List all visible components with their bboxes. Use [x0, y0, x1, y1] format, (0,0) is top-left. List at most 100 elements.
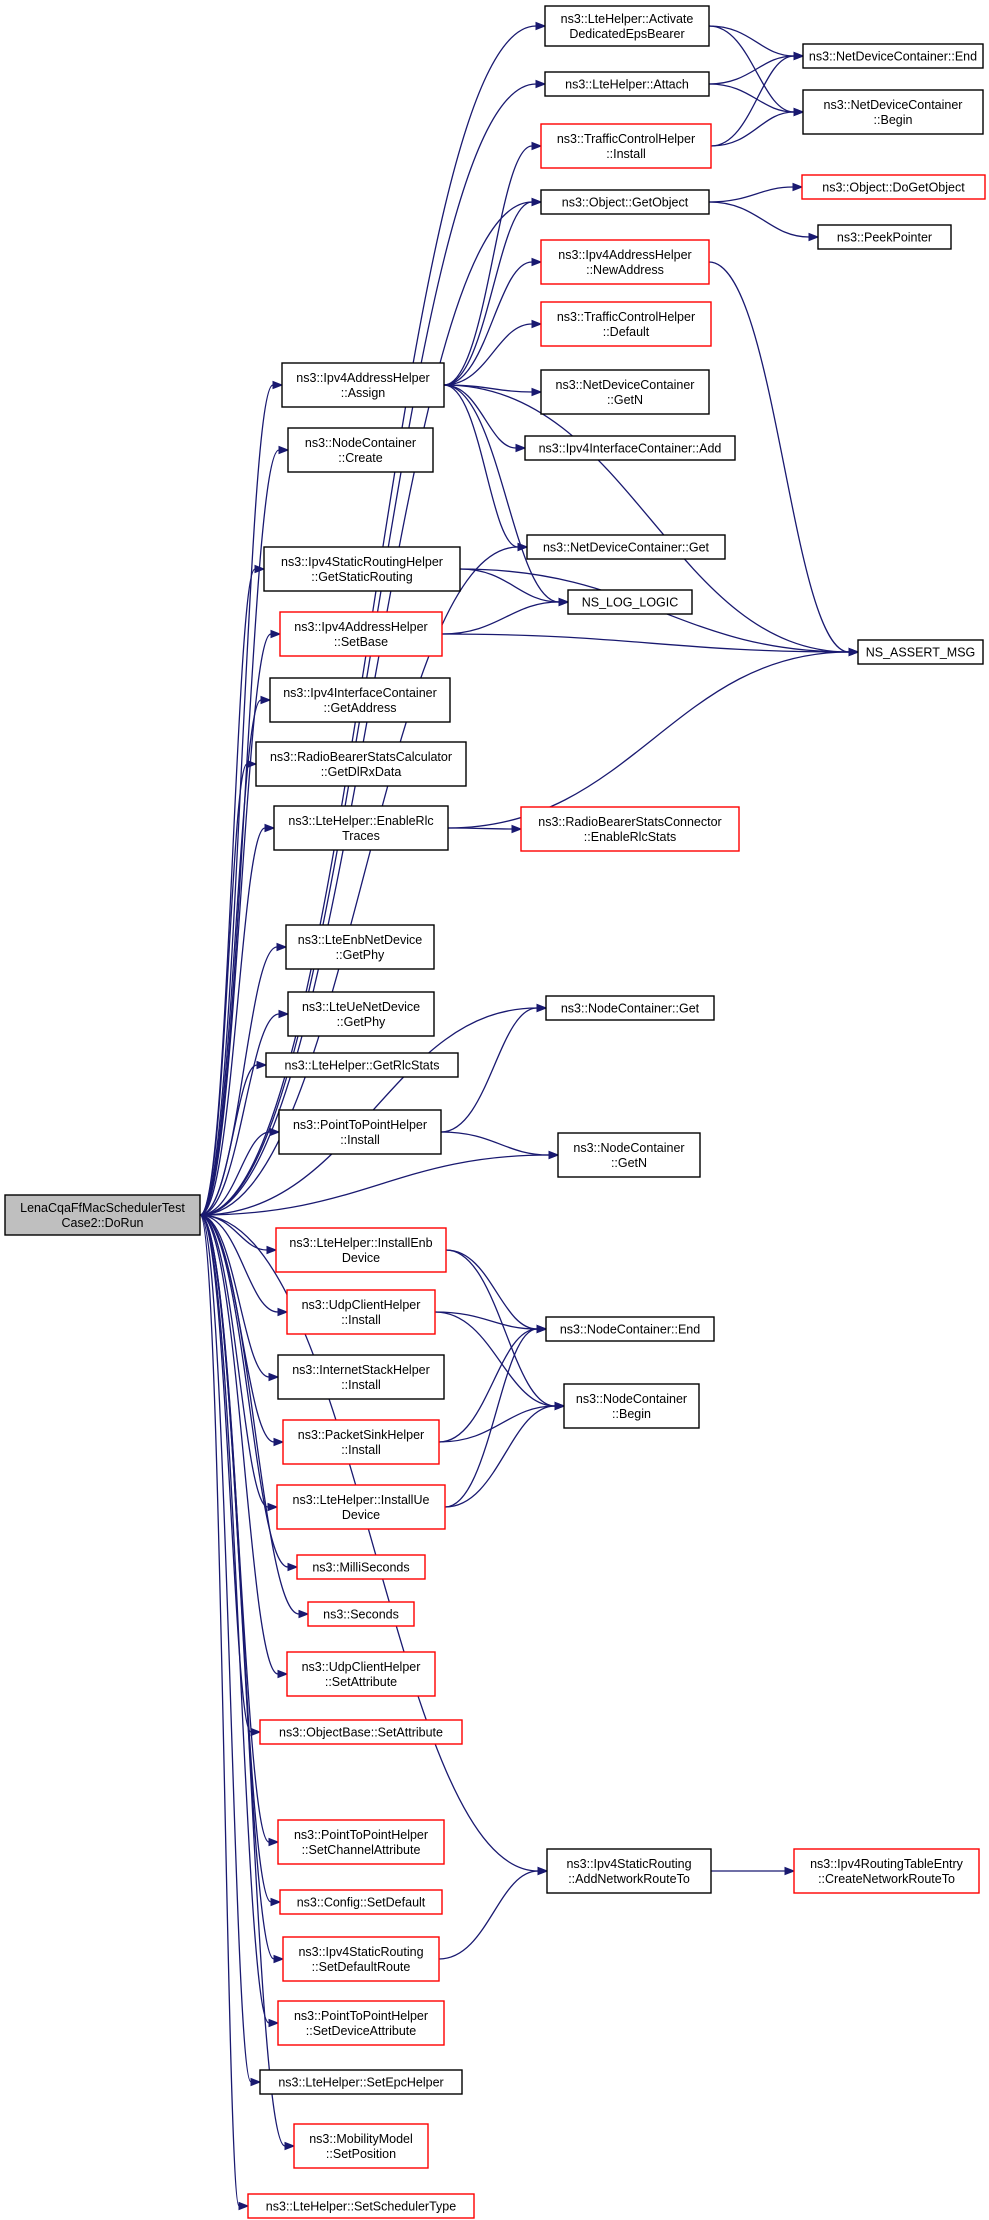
- node-getstaticrouting[interactable]: ns3::Ipv4StaticRoutingHelper::GetStaticR…: [263, 546, 461, 592]
- node-ndc-get[interactable]: ns3::NetDeviceContainer::Get: [526, 534, 726, 560]
- node-setchannelattr[interactable]: ns3::PointToPointHelper::SetChannelAttri…: [277, 1819, 445, 1865]
- node-setdefaultroute-label-line-1: ns3::Ipv4StaticRouting: [298, 1945, 423, 1959]
- node-tch-install-label-line-2: ::Install: [606, 147, 646, 161]
- node-packetsink[interactable]: ns3::PacketSinkHelper::Install: [282, 1419, 440, 1465]
- node-getobject[interactable]: ns3::Object::GetObject: [540, 189, 710, 215]
- node-ue-getphy[interactable]: ns3::LteUeNetDevice::GetPhy: [287, 991, 435, 1037]
- node-setepchelper[interactable]: ns3::LteHelper::SetEpcHelper: [259, 2069, 463, 2095]
- node-setdefaultroute[interactable]: ns3::Ipv4StaticRouting::SetDefaultRoute: [282, 1936, 440, 1982]
- node-enb-getphy[interactable]: ns3::LteEnbNetDevice::GetPhy: [285, 924, 435, 970]
- call-edge-assign-to-tch_default: [443, 319, 543, 386]
- call-edge-enablerlctraces-to-ns_assert_msg: [447, 647, 860, 829]
- node-setbase-label-line-2: ::SetBase: [334, 635, 388, 649]
- node-nc-get[interactable]: ns3::NodeContainer::Get: [545, 995, 715, 1021]
- node-objectbase-setattr[interactable]: ns3::ObjectBase::SetAttribute: [259, 1719, 463, 1745]
- node-getaddress[interactable]: ns3::Ipv4InterfaceContainer::GetAddress: [269, 677, 451, 723]
- node-assign[interactable]: ns3::Ipv4AddressHelper::Assign: [281, 362, 445, 408]
- node-internetstack[interactable]: ns3::InternetStackHelper::Install: [277, 1354, 445, 1400]
- node-nc-getn-label-line-1: ns3::NodeContainer: [573, 1141, 684, 1155]
- node-getstaticrouting-label-line-2: ::GetStaticRouting: [311, 570, 412, 584]
- node-nc-end[interactable]: ns3::NodeContainer::End: [545, 1316, 715, 1342]
- node-tch-install[interactable]: ns3::TrafficControlHelper::Install: [540, 123, 712, 169]
- call-edge-root-to-milliseconds: [199, 1214, 299, 1572]
- node-getrlcstats-label-line-1: ns3::LteHelper::GetRlcStats: [285, 1059, 440, 1073]
- node-setbase[interactable]: ns3::Ipv4AddressHelper::SetBase: [279, 611, 443, 657]
- node-ns-assert-msg[interactable]: NS_ASSERT_MSG: [857, 639, 984, 665]
- node-attach[interactable]: ns3::LteHelper::Attach: [544, 71, 710, 97]
- call-edge-assign-to-iic_add: [443, 384, 527, 453]
- node-ndc-end[interactable]: ns3::NetDeviceContainer::End: [802, 43, 984, 69]
- node-udpclient-install[interactable]: ns3::UdpClientHelper::Install: [286, 1289, 436, 1335]
- node-iic-add[interactable]: ns3::Ipv4InterfaceContainer::Add: [524, 435, 736, 461]
- call-edge-setbase-to-ns_log_logic: [441, 597, 570, 635]
- node-installue-label-line-2: Device: [342, 1508, 380, 1522]
- call-edge-root-to-getstaticrouting: [199, 564, 266, 1216]
- call-edge-root-to-setdeviceattr: [199, 1214, 280, 2028]
- node-addnetworkrouteto-label-line-2: ::AddNetworkRouteTo: [568, 1872, 690, 1886]
- node-enablerlcstats-label-line-2: ::EnableRlcStats: [584, 830, 676, 844]
- node-ndc-get-label-line-1: ns3::NetDeviceContainer::Get: [543, 541, 710, 555]
- node-enablerlctraces-label-line-1: ns3::LteHelper::EnableRlc: [288, 814, 433, 828]
- node-ndc-getn[interactable]: ns3::NetDeviceContainer::GetN: [540, 369, 710, 415]
- node-ndc-end-label-line-1: ns3::NetDeviceContainer::End: [809, 50, 977, 64]
- node-dogetobject-label-line-1: ns3::Object::DoGetObject: [822, 181, 965, 195]
- node-enablerlcstats[interactable]: ns3::RadioBearerStatsConnector::EnableRl…: [520, 806, 740, 852]
- call-edge-root-to-p2p_install: [199, 1127, 281, 1216]
- node-tch-default[interactable]: ns3::TrafficControlHelper::Default: [540, 301, 712, 347]
- node-enablerlctraces-label-line-2: Traces: [342, 829, 380, 843]
- node-seconds[interactable]: ns3::Seconds: [307, 1601, 415, 1627]
- node-seconds-label-line-1: ns3::Seconds: [323, 1608, 399, 1622]
- node-dogetobject[interactable]: ns3::Object::DoGetObject: [801, 174, 986, 200]
- node-newaddress-label-line-1: ns3::Ipv4AddressHelper: [558, 248, 691, 262]
- node-newaddress[interactable]: ns3::Ipv4AddressHelper::NewAddress: [540, 239, 710, 285]
- node-setposition[interactable]: ns3::MobilityModel::SetPosition: [293, 2123, 429, 2169]
- node-config-setdefault[interactable]: ns3::Config::SetDefault: [279, 1889, 443, 1915]
- call-edge-root-to-setschedulertype: [199, 1214, 250, 2211]
- node-getaddress-label-line-2: ::GetAddress: [324, 701, 397, 715]
- node-iic-add-label-line-1: ns3::Ipv4InterfaceContainer::Add: [539, 442, 722, 456]
- call-edge-enablerlctraces-to-enablerlcstats: [447, 824, 523, 834]
- node-nc-begin-label-line-2: ::Begin: [612, 1407, 651, 1421]
- node-nc-create[interactable]: ns3::NodeContainer::Create: [287, 427, 434, 473]
- node-getdlrxdata[interactable]: ns3::RadioBearerStatsCalculator::GetDlRx…: [255, 741, 467, 787]
- node-createnetworkrouteto[interactable]: ns3::Ipv4RoutingTableEntry::CreateNetwor…: [793, 1848, 980, 1894]
- node-setdeviceattr-label-line-2: ::SetDeviceAttribute: [306, 2024, 417, 2038]
- node-setdeviceattr[interactable]: ns3::PointToPointHelper::SetDeviceAttrib…: [277, 2000, 445, 2046]
- node-ns-assert-msg-label-line-1: NS_ASSERT_MSG: [866, 646, 976, 660]
- node-addnetworkrouteto[interactable]: ns3::Ipv4StaticRouting::AddNetworkRouteT…: [546, 1848, 712, 1894]
- node-packetsink-label-line-1: ns3::PacketSinkHelper: [298, 1428, 424, 1442]
- node-getrlcstats[interactable]: ns3::LteHelper::GetRlcStats: [265, 1052, 459, 1078]
- node-getdlrxdata-label-line-1: ns3::RadioBearerStatsCalculator: [270, 750, 452, 764]
- node-p2p-install[interactable]: ns3::PointToPointHelper::Install: [278, 1109, 442, 1155]
- node-nc-getn[interactable]: ns3::NodeContainer::GetN: [557, 1132, 701, 1178]
- node-udpclient-setattr[interactable]: ns3::UdpClientHelper::SetAttribute: [286, 1651, 436, 1697]
- node-milliseconds[interactable]: ns3::MilliSeconds: [296, 1554, 426, 1580]
- call-edge-root-to-setchannelattr: [199, 1214, 280, 1847]
- node-activate[interactable]: ns3::LteHelper::ActivateDedicatedEpsBear…: [544, 5, 710, 47]
- node-ue-getphy-label-line-2: ::GetPhy: [337, 1015, 386, 1029]
- node-setschedulertype[interactable]: ns3::LteHelper::SetSchedulerType: [247, 2193, 475, 2219]
- node-getdlrxdata-label-line-2: ::GetDlRxData: [321, 765, 402, 779]
- node-nc-get-label-line-1: ns3::NodeContainer::Get: [561, 1002, 700, 1016]
- node-setposition-label-line-1: ns3::MobilityModel: [309, 2132, 413, 2146]
- node-ndc-getn-label-line-1: ns3::NetDeviceContainer: [556, 378, 695, 392]
- node-nc-create-label-line-1: ns3::NodeContainer: [305, 436, 416, 450]
- node-ndc-begin[interactable]: ns3::NetDeviceContainer::Begin: [802, 89, 984, 135]
- call-edge-root-to-getdlrxdata: [199, 759, 258, 1216]
- node-ns-log-logic-label-line-1: NS_LOG_LOGIC: [582, 596, 679, 610]
- node-ns-log-logic[interactable]: NS_LOG_LOGIC: [567, 589, 693, 615]
- call-edge-installenb-to-nc_end: [445, 1249, 548, 1334]
- call-edge-root-to-setepchelper: [199, 1214, 262, 2087]
- call-edge-getobject-to-dogetobject: [708, 182, 804, 203]
- node-assign-label-line-1: ns3::Ipv4AddressHelper: [296, 371, 429, 385]
- node-ndc-getn-label-line-2: ::GetN: [607, 393, 643, 407]
- node-nc-begin[interactable]: ns3::NodeContainer::Begin: [563, 1383, 700, 1429]
- node-p2p-install-label-line-1: ns3::PointToPointHelper: [293, 1118, 427, 1132]
- node-addnetworkrouteto-label-line-1: ns3::Ipv4StaticRouting: [566, 1857, 691, 1871]
- node-installenb-label-line-1: ns3::LteHelper::InstallEnb: [289, 1236, 432, 1250]
- node-peekpointer[interactable]: ns3::PeekPointer: [817, 224, 952, 250]
